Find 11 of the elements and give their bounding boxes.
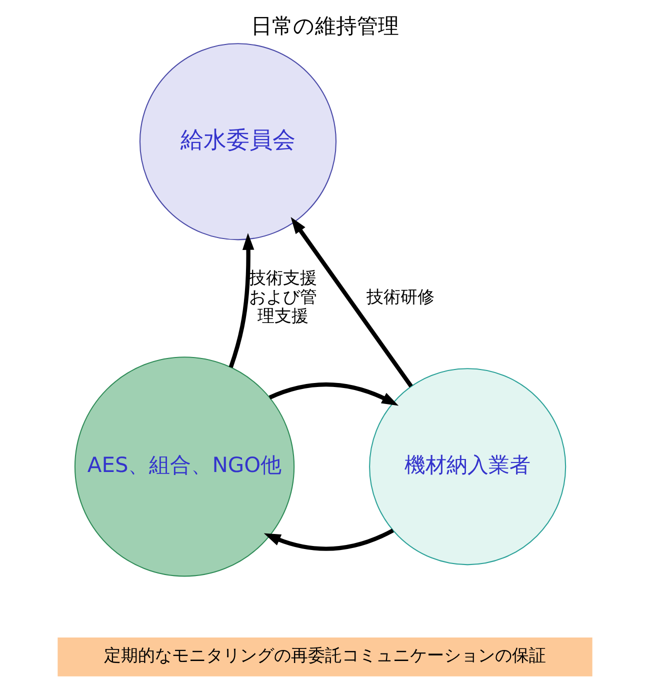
diagram-title: 日常の維持管理 [251, 14, 399, 38]
node-box: 定期的なモニタリングの再委託コミュニケーションの保証 [58, 638, 592, 676]
arrow [290, 216, 413, 388]
node-circle: 給水委員会 [139, 43, 337, 240]
node-circle: 機材納入業者 [369, 368, 566, 566]
edge-label: 技術支援および管理支援 [249, 268, 318, 326]
arrow [228, 233, 254, 368]
arrow [268, 382, 399, 406]
arrow [264, 528, 394, 551]
edge-label: 技術研修 [366, 286, 434, 306]
node-circle: AES、組合、NGO他 [74, 356, 295, 577]
